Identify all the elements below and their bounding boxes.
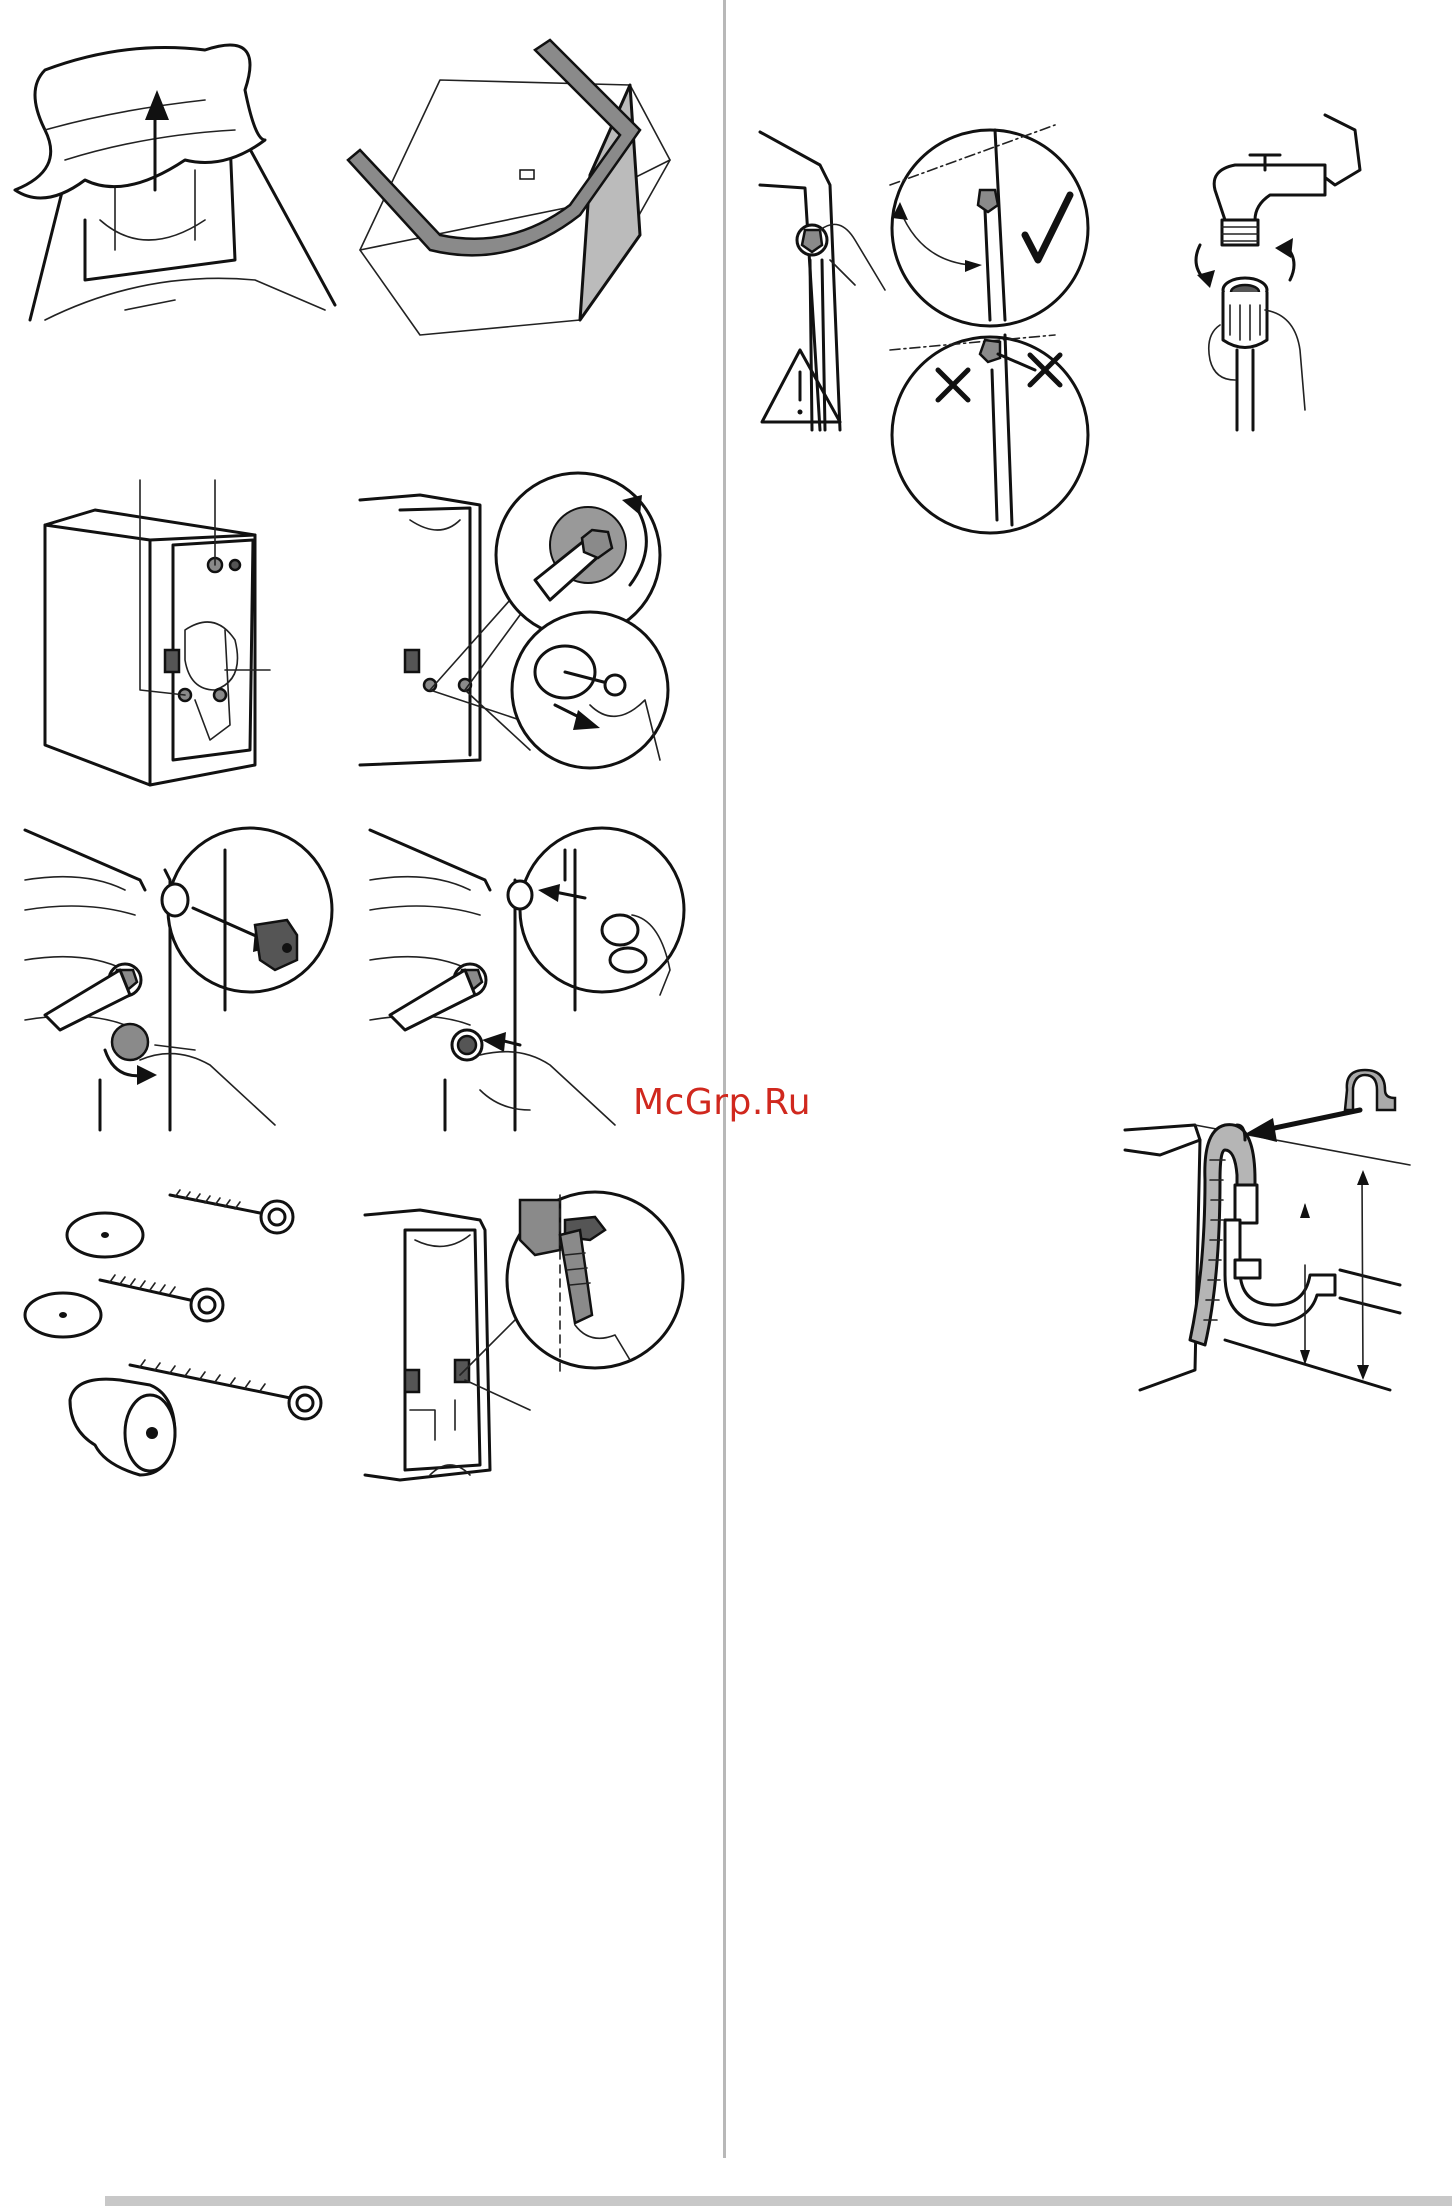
watermark: McGrp.Ru <box>633 1082 833 1130</box>
figure-unscrew-transit-bolts <box>360 460 685 780</box>
figure-bolts-and-caps-set <box>25 1175 330 1480</box>
figure-rear-transit-bolts <box>25 480 300 790</box>
figure-connect-hose-to-tap <box>1185 110 1365 440</box>
figure-polystyrene-base-removal <box>340 35 670 335</box>
figure-drain-hose-siphon <box>1125 1070 1415 1405</box>
figure-remove-packaging-cover <box>5 20 340 350</box>
column-divider <box>723 0 726 2158</box>
footer-bar <box>105 2196 1452 2206</box>
figure-remove-spacer <box>25 820 340 1140</box>
figure-inlet-hose-angle <box>760 110 1090 440</box>
figure-cut-hose-guide <box>360 1175 690 1495</box>
